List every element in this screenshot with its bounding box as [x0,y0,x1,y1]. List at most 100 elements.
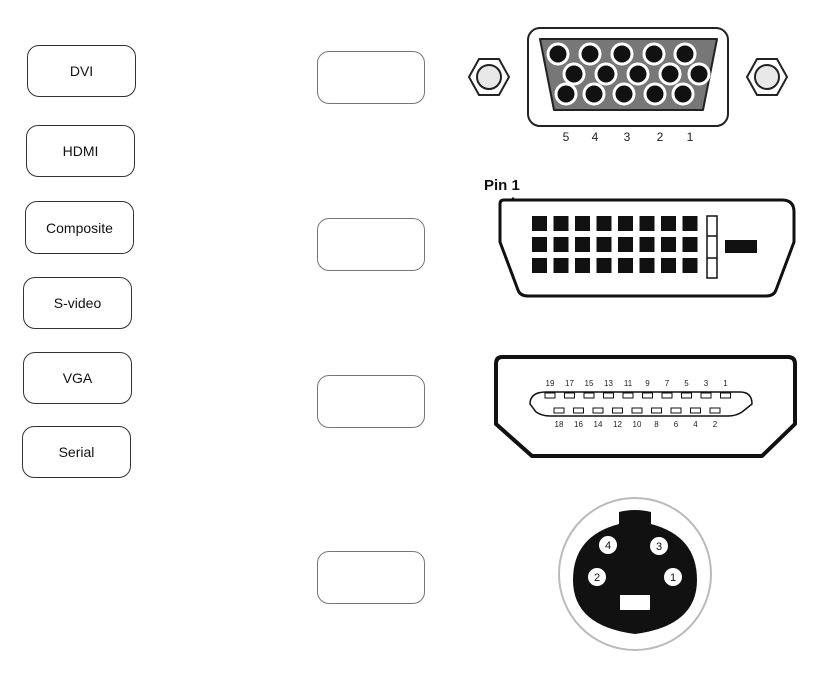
hdmi-pin [612,407,623,414]
dvi-pin [618,216,633,231]
hdmi-pin-number: 8 [654,420,659,429]
hdmi-pin-number: 11 [624,379,633,388]
label-vga[interactable]: VGA [23,352,132,404]
hdmi-pin-number: 4 [693,420,698,429]
dvi-pin [661,237,676,252]
vga-pin-number-2: 2 [657,130,664,144]
dvi-pin [532,216,547,231]
vga-pin [658,62,682,86]
hdmi-pin-number: 10 [633,420,642,429]
vga-pin [612,82,636,106]
hdmi-pin [681,392,692,399]
hdmi-pin-number: 16 [574,420,583,429]
svg-text:1: 1 [670,572,676,584]
vga-pin [562,62,586,86]
vga-pin [671,82,695,106]
hdmi-pin [592,407,604,414]
vga-pin [554,82,578,106]
dvi-pin [575,258,590,273]
s-video-pin-4: 4 [599,536,617,554]
dvi-pin [596,258,612,273]
dvi-pin [618,237,633,252]
vga-pin-number-3: 3 [624,130,631,144]
hdmi-pin-number: 18 [555,420,564,429]
hdmi-pin [642,392,653,399]
s-video-pin-1: 1 [664,568,682,586]
s-video-pin-3: 3 [650,537,668,555]
label-s-video[interactable]: S-video [23,277,132,329]
drop-target-dvi[interactable] [317,218,425,271]
vga-pin [582,82,606,106]
label-hdmi[interactable]: HDMI [26,125,135,177]
hdmi-pin [564,392,575,399]
hdmi-pin-number: 6 [674,420,679,429]
vga-right-screw-icon [745,58,789,96]
hdmi-pin [622,392,634,399]
vga-pin [643,82,667,106]
hdmi-pin-number: 5 [684,379,689,388]
hdmi-pin [670,407,682,414]
dvi-pin [553,258,569,273]
hdmi-pin [553,407,565,414]
dvi-connector-icon: Pin 1 [484,177,796,298]
vga-pin [610,42,634,66]
vga-pin [546,42,570,66]
vga-pin [594,62,618,86]
s-video-connector-icon: 4 3 2 1 [558,497,712,651]
hdmi-pin-number: 9 [645,379,650,388]
svg-text:3: 3 [656,541,662,553]
hdmi-pin-number: 13 [604,379,613,388]
hdmi-pin-number: 12 [613,420,622,429]
dvi-pin [575,237,590,252]
dvi-pin [639,216,655,231]
hdmi-pin-number: 1 [723,379,728,388]
dvi-pin [639,237,655,252]
hdmi-pin-number: 2 [713,420,718,429]
hdmi-pin [544,392,556,399]
dvi-pin1-label: Pin 1 [484,177,520,194]
dvi-pin [682,258,698,273]
dvi-pin [553,237,569,252]
vga-pin [673,42,697,66]
vga-left-screw-icon [467,58,511,96]
vga-pin [642,42,666,66]
drop-target-s-video[interactable] [317,551,425,604]
label-serial[interactable]: Serial [22,426,131,478]
svg-text:2: 2 [594,572,600,584]
hdmi-pin [661,392,673,399]
hdmi-pin-number: 15 [585,379,594,388]
label-composite[interactable]: Composite [25,201,134,254]
vga-connector-icon: 5 4 3 2 1 [467,27,789,144]
dvi-pin [575,216,590,231]
dvi-pin [532,237,547,252]
vga-pin-number-4: 4 [592,130,599,144]
hdmi-pin [583,392,595,399]
dvi-pin [661,258,676,273]
hdmi-pin [709,407,721,414]
hdmi-pin [603,392,614,399]
dvi-pin [596,237,612,252]
dvi-pin [596,216,612,231]
hdmi-pin [690,407,701,414]
vga-pin [626,62,650,86]
s-video-pin-2: 2 [588,568,606,586]
hdmi-pin-number: 17 [565,379,574,388]
dvi-pin [532,258,547,273]
hdmi-pin [720,392,731,399]
hdmi-pin [573,407,584,414]
hdmi-pin-number: 14 [594,420,603,429]
hdmi-pin-number: 3 [704,379,709,388]
dvi-pin [639,258,655,273]
dvi-pin [682,237,698,252]
hdmi-pin-number: 19 [546,379,555,388]
drop-target-hdmi[interactable] [317,375,425,428]
drop-target-vga[interactable] [317,51,425,104]
dvi-pin [618,258,633,273]
vga-pin-number-5: 5 [563,130,570,144]
hdmi-pin [651,407,662,414]
hdmi-pin [631,407,643,414]
label-dvi[interactable]: DVI [27,45,136,97]
vga-pin-number-1: 1 [687,130,694,144]
vga-pin [687,62,711,86]
